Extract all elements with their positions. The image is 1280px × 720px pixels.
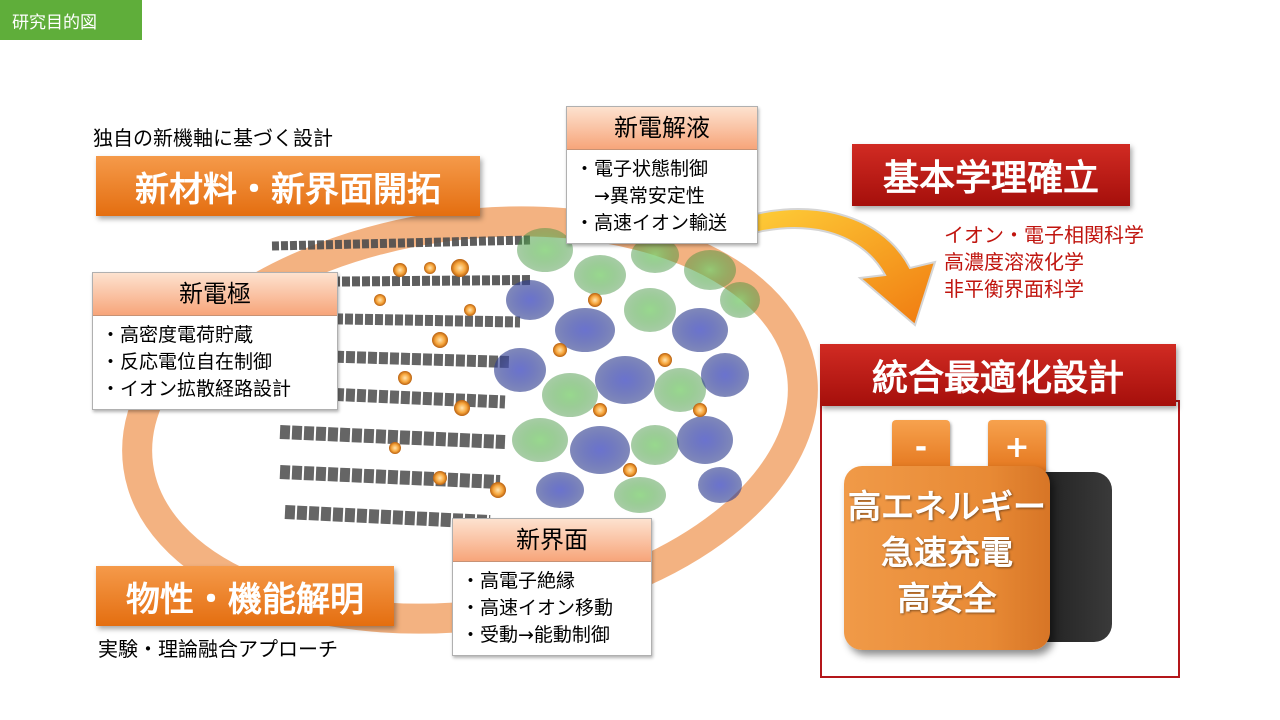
battery-body <box>844 466 1050 650</box>
band-new-materials: 新材料・新界面開拓 <box>96 156 480 216</box>
card-electrode-title: 新電極 <box>93 273 337 316</box>
principle-item: イオン・電子相関科学 <box>944 223 1144 247</box>
principle-title: 基本学理確立 <box>852 144 1130 206</box>
card-interface: 新界面 ・高電子絶縁 ・高速イオン移動 ・受動→能動制御 <box>452 518 652 656</box>
battery-label-line: 高エネルギー <box>848 487 1046 526</box>
bottom-caption: 実験・理論融合アプローチ <box>98 637 338 661</box>
battery-plus-terminal: + <box>988 420 1046 474</box>
electrolyte-molecules <box>494 228 760 513</box>
card-electrode-item: ・反応電位自在制御 <box>101 351 273 373</box>
battery-label: 高エネルギー 急速充電 高安全 <box>844 484 1050 622</box>
card-electrode-item: ・イオン拡散経路設計 <box>101 378 292 400</box>
principle-item: 非平衡界面科学 <box>944 277 1084 301</box>
top-caption: 独自の新機軸に基づく設計 <box>93 126 333 150</box>
card-interface-item: ・高速イオン移動 <box>461 597 614 619</box>
card-interface-body: ・高電子絶縁 ・高速イオン移動 ・受動→能動制御 <box>453 562 651 655</box>
band-properties: 物性・機能解明 <box>96 566 394 626</box>
card-interface-title: 新界面 <box>453 519 651 562</box>
card-interface-item: ・受動→能動制御 <box>461 624 610 646</box>
card-electrolyte-item: ・高速イオン輸送 <box>575 212 728 234</box>
slide-tag: 研究目的図 <box>0 0 142 40</box>
battery-minus-terminal: - <box>892 420 950 474</box>
card-electrolyte-item: ・電子状態制御 <box>575 158 709 180</box>
card-interface-item: ・高電子絶縁 <box>461 570 576 592</box>
card-electrolyte-body: ・電子状態制御 →異常安定性 ・高速イオン輸送 <box>567 150 757 243</box>
curved-arrow <box>729 208 937 327</box>
card-electrode-body: ・高密度電荷貯蔵 ・反応電位自在制御 ・イオン拡散経路設計 <box>93 316 337 409</box>
battery-label-line: 急速充電 <box>881 533 1013 572</box>
battery-label-line: 高安全 <box>897 579 997 618</box>
card-electrode: 新電極 ・高密度電荷貯蔵 ・反応電位自在制御 ・イオン拡散経路設計 <box>92 272 338 410</box>
principle-item: 高濃度溶液化学 <box>944 250 1084 274</box>
card-electrolyte-title: 新電解液 <box>567 107 757 150</box>
card-electrolyte-item: →異常安定性 <box>575 185 705 207</box>
card-electrode-item: ・高密度電荷貯蔵 <box>101 324 254 346</box>
principle-list: イオン・電子相関科学 高濃度溶液化学 非平衡界面科学 <box>944 222 1144 303</box>
integrated-title: 統合最適化設計 <box>820 344 1176 406</box>
card-electrolyte: 新電解液 ・電子状態制御 →異常安定性 ・高速イオン輸送 <box>566 106 758 244</box>
lithium-ions <box>374 259 506 498</box>
